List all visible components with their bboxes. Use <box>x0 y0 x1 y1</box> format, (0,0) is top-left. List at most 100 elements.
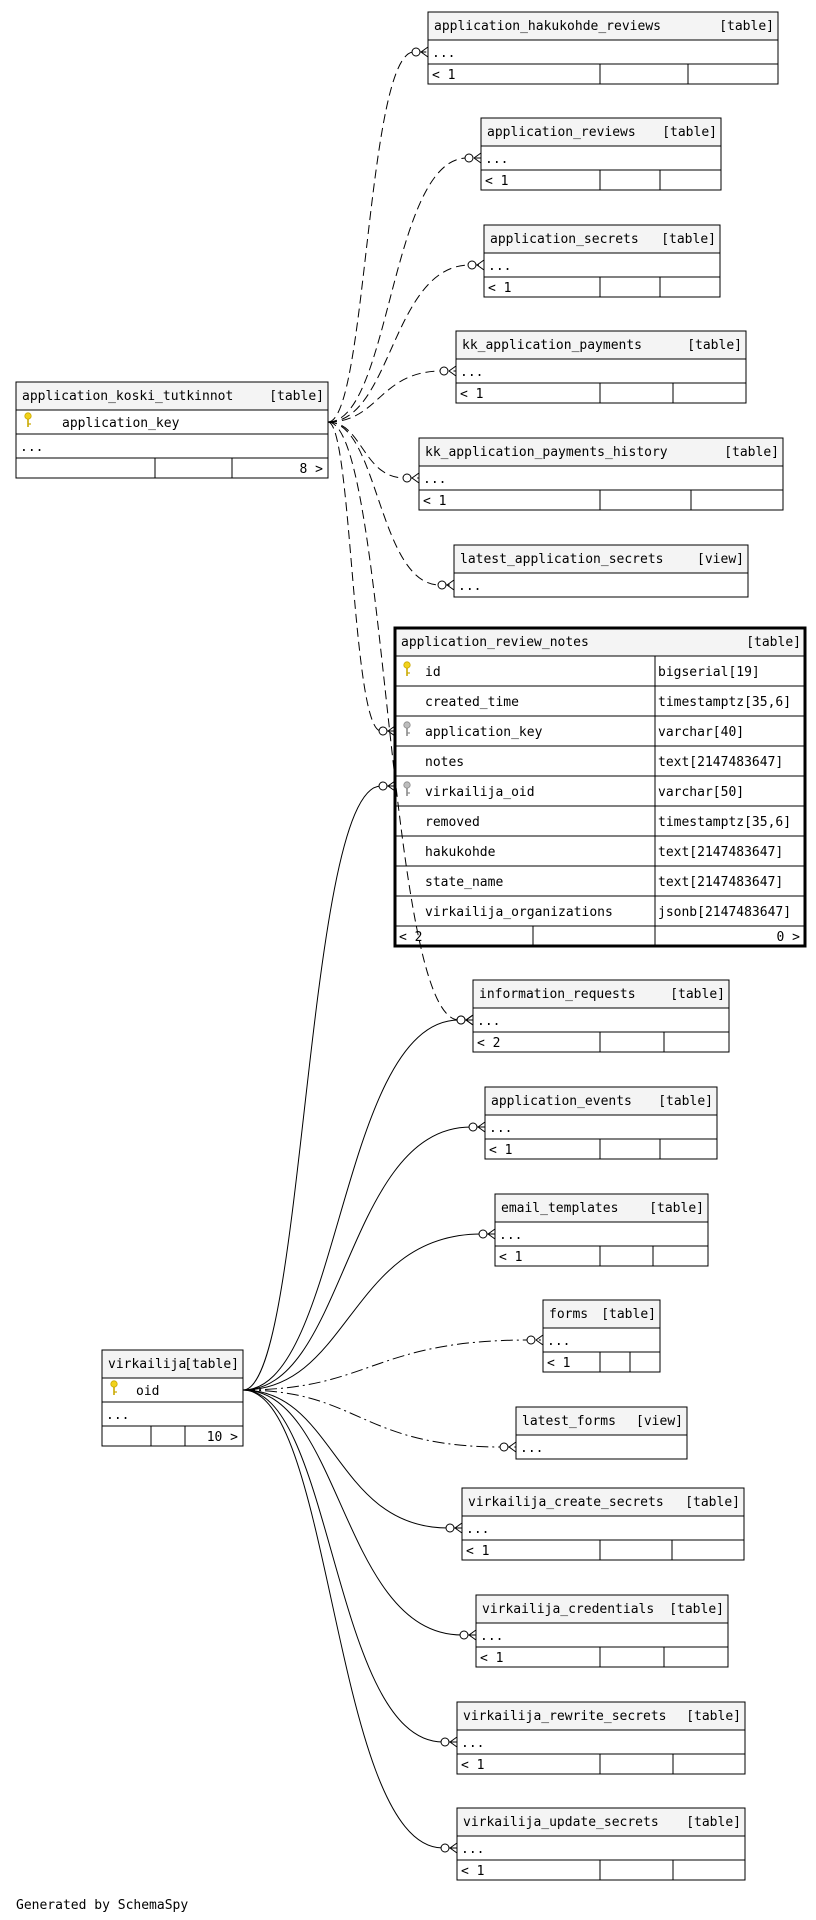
column-ellipsis: ... <box>457 1736 745 1755</box>
column-type: jsonb[2147483647] <box>658 905 791 920</box>
parents-count: < 2 <box>477 1036 500 1051</box>
edge-virkailija-to-virkailija-create-secrets <box>242 1389 463 1534</box>
table-application-koski-tutkinnot[interactable]: application_koski_tutkinnot[table]applic… <box>15 381 329 479</box>
column-ellipsis: ... <box>473 1014 729 1033</box>
svg-text:...: ... <box>499 1228 522 1243</box>
table-application-events[interactable]: application_events[table]...< 1 <box>484 1086 718 1160</box>
table-footer: < 1 <box>499 1246 654 1266</box>
table-name: email_templates <box>501 1201 618 1216</box>
parents-count: < 1 <box>460 387 483 402</box>
svg-text:virkailija_oid: virkailija_oid <box>425 785 535 800</box>
table-name: latest_application_secrets <box>460 552 664 567</box>
table-virkailija-rewrite-secrets[interactable]: virkailija_rewrite_secrets[table]...< 1 <box>456 1701 746 1775</box>
svg-text:oid: oid <box>136 1384 159 1399</box>
table-virkailija-create-secrets[interactable]: virkailija_create_secrets[table]...< 1 <box>461 1487 745 1561</box>
edge-application-koski-tutkinnot-to-application-reviews <box>327 152 482 423</box>
table-name: virkailija_rewrite_secrets <box>463 1709 667 1724</box>
table-kind: [view] <box>697 552 744 567</box>
column-type: text[2147483647] <box>658 875 783 890</box>
table-name: application_hakukohde_reviews <box>434 19 661 34</box>
svg-text:removed: removed <box>425 815 480 830</box>
children-count: 8 > <box>300 462 324 477</box>
table-kind: [table] <box>724 445 779 460</box>
column-removed: removed timestamptz[35,6] <box>395 806 805 837</box>
table-virkailija-update-secrets[interactable]: virkailija_update_secrets[table]...< 1 <box>456 1807 746 1881</box>
table-kind: [table] <box>685 1495 740 1510</box>
edge-virkailija-to-virkailija-rewrite-secrets <box>242 1389 458 1748</box>
table-information-requests[interactable]: information_requests[table]...< 2 <box>472 979 730 1053</box>
parents-count: < 1 <box>480 1651 503 1666</box>
table-name: information_requests <box>479 987 636 1002</box>
svg-text:...: ... <box>547 1334 570 1349</box>
table-footer: < 1 <box>432 64 689 84</box>
svg-text:application_key: application_key <box>62 416 180 431</box>
svg-text:id: id <box>425 665 441 680</box>
column-ellipsis: ... <box>16 440 328 459</box>
table-virkailija-credentials[interactable]: virkailija_credentials [table]... < 1 <box>475 1594 729 1668</box>
column-ellipsis: ... <box>419 472 783 491</box>
svg-text:...: ... <box>106 1408 129 1423</box>
table-latest-application-secrets[interactable]: latest_application_secrets[view]... <box>453 544 749 598</box>
table-kk-application-payments-history[interactable]: kk_application_payments_history[table]..… <box>418 437 784 511</box>
parents-count: < 1 <box>432 68 455 83</box>
table-kind: [table] <box>719 19 774 34</box>
table-footer: < 1 <box>466 1540 673 1560</box>
svg-text:created_time: created_time <box>425 695 519 710</box>
primary-key-icon <box>24 412 32 427</box>
column-type: bigserial[19] <box>658 665 760 680</box>
relationship-edges <box>242 46 544 1854</box>
table-name: latest_forms <box>522 1414 616 1429</box>
parents-count: < 1 <box>423 494 446 509</box>
column-application-key: application_key varchar[40] <box>395 716 805 747</box>
table-kind: [table] <box>669 1602 724 1617</box>
column-oid: oid <box>102 1380 243 1403</box>
table-kind: [table] <box>661 232 716 247</box>
table-footer: 10 > <box>150 1426 238 1446</box>
table-name: virkailija_credentials <box>482 1602 654 1617</box>
parents-count: < 1 <box>547 1356 570 1371</box>
table-kind: [table] <box>658 1094 713 1109</box>
parents-count: < 1 <box>489 1143 512 1158</box>
table-kind: [table] <box>269 389 324 404</box>
svg-text:...: ... <box>423 472 446 487</box>
column-type: timestamptz[35,6] <box>658 815 791 830</box>
column-ellipsis: ... <box>516 1441 687 1460</box>
table-kk-application-payments[interactable]: kk_application_payments[table]...< 1 <box>455 330 747 404</box>
column-ellipsis: ... <box>102 1408 243 1427</box>
svg-text:...: ... <box>460 365 483 380</box>
table-footer: < 1 <box>423 490 692 510</box>
column-ellipsis: ... <box>476 1629 728 1648</box>
children-count: 10 > <box>207 1430 238 1445</box>
svg-text:application_key: application_key <box>425 725 543 740</box>
column-type: varchar[40] <box>658 725 744 740</box>
column-type: text[2147483647] <box>658 755 783 770</box>
primary-key-icon <box>403 661 411 676</box>
table-application-secrets[interactable]: application_secrets[table]...< 1 <box>483 224 721 298</box>
table-kind: [table] <box>601 1307 656 1322</box>
table-forms[interactable]: forms[table]...< 1 <box>542 1299 661 1373</box>
svg-text:state_name: state_name <box>425 875 503 890</box>
table-kind: [table] <box>686 1815 741 1830</box>
column-ellipsis: ... <box>457 1842 745 1861</box>
primary-key-icon <box>110 1380 118 1395</box>
table-application-reviews[interactable]: application_reviews[table]...< 1 <box>480 117 722 191</box>
svg-text:virkailija_organizations: virkailija_organizations <box>425 905 613 920</box>
column-created-time: created_time timestamptz[35,6] <box>395 686 805 717</box>
column-ellipsis: ... <box>481 152 721 171</box>
table-footer: < 1 <box>485 170 661 190</box>
table-email-templates[interactable]: email_templates [table]... < 1 <box>494 1193 709 1267</box>
table-footer: < 2 <box>477 1032 665 1052</box>
edge-virkailija-to-virkailija-credentials <box>242 1389 477 1641</box>
table-latest-forms[interactable]: latest_forms[view]... <box>515 1406 688 1460</box>
table-application-hakukohde-reviews[interactable]: application_hakukohde_reviews[table]...<… <box>427 11 779 85</box>
table-name: virkailija_update_secrets <box>463 1815 659 1830</box>
table-kind: [table] <box>649 1201 704 1216</box>
table-virkailija[interactable]: virkailija[table]oid...10 > <box>101 1349 244 1447</box>
parents-count: < 1 <box>485 174 508 189</box>
column-type: timestamptz[35,6] <box>658 695 791 710</box>
table-footer: < 1 <box>461 1754 674 1774</box>
